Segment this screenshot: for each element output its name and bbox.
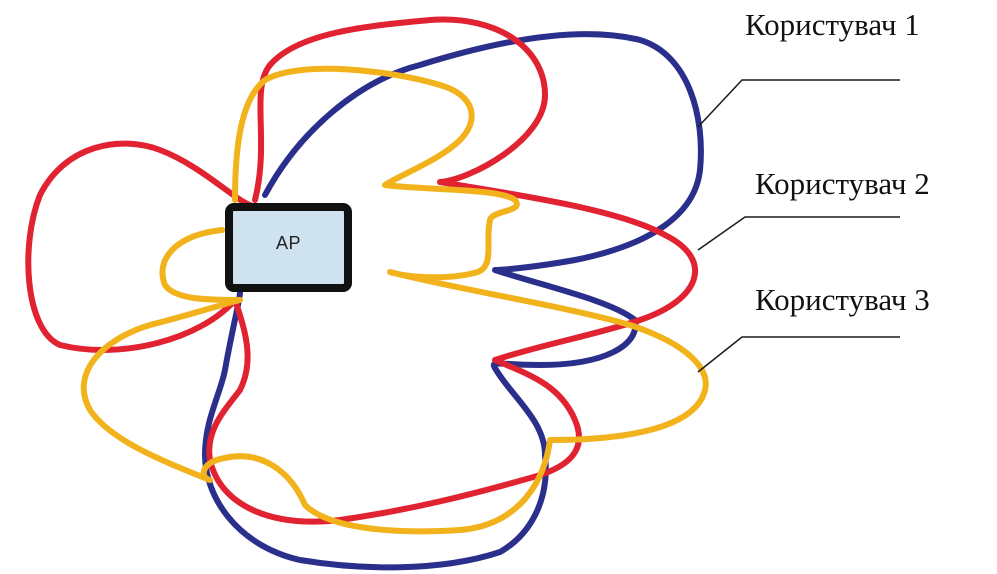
leader-line-user-2 bbox=[697, 216, 900, 251]
leader-line-user-1 bbox=[697, 79, 900, 128]
user-3-label: Користувач 3 bbox=[755, 282, 930, 317]
leader-line-user-3 bbox=[697, 336, 900, 373]
user-3-coverage-loop bbox=[80, 65, 709, 535]
access-point-box: AP bbox=[225, 203, 352, 292]
user-1-coverage-loop bbox=[202, 31, 704, 571]
user-1-label: Користувач 1 bbox=[745, 7, 920, 42]
user-2-label: Користувач 2 bbox=[755, 166, 930, 201]
access-point-label: AP bbox=[275, 233, 301, 253]
